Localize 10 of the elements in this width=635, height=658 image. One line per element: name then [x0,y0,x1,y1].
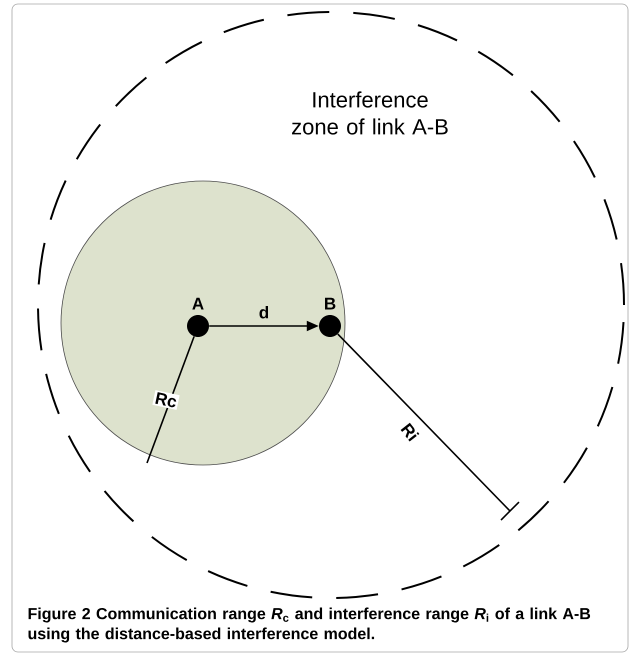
edge-label: d [260,306,268,318]
node-label: A [192,298,204,310]
zone-label: Interference zone of link A-B [292,91,448,135]
node-dot [187,315,209,337]
node-label: B [325,298,336,310]
node-dot [319,315,341,337]
dimension-label: Ri [398,419,422,445]
range-circle [60,180,346,466]
dimension-label: Rc [152,390,180,410]
caption: Figure 2 Communication range R$_{c}$ and interference range R$_{i}$ of a link A-B using the distance-based interference model. [28,608,590,643]
